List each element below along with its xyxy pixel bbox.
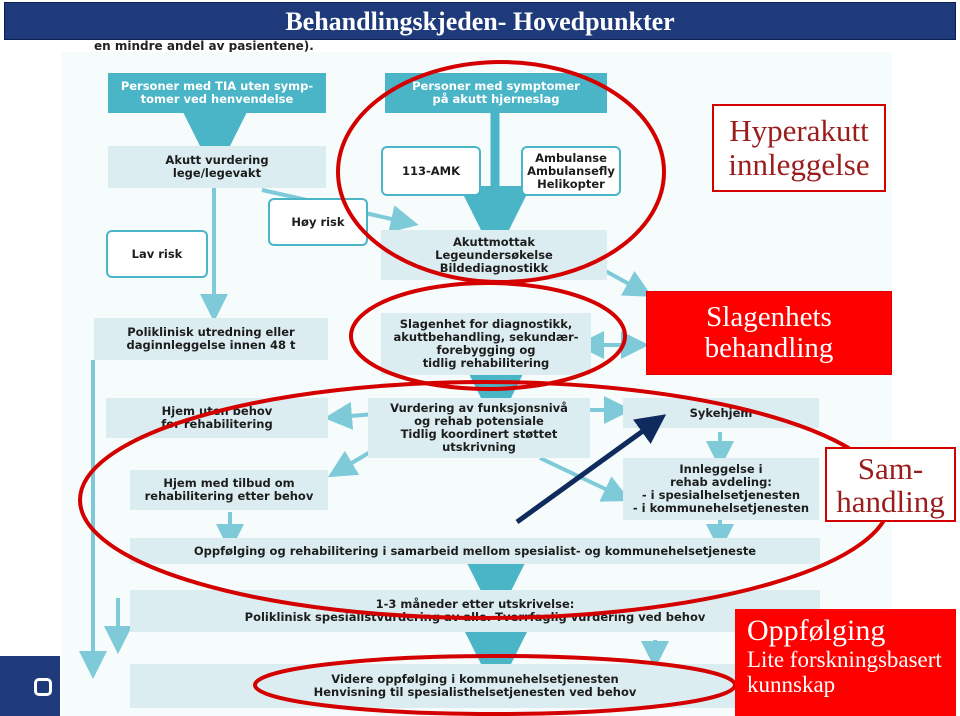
rehab-admission-box: Innleggelse i rehab avdeling: - i spesia…: [623, 458, 819, 520]
followup-annotation-line2: kunnskap: [747, 672, 836, 697]
stroke-unit-ellipse: [349, 281, 627, 391]
collaboration-label: Sam- handling: [825, 447, 956, 522]
followup-annotation-line1: Lite forskningsbasert: [747, 647, 942, 672]
stroke-unit-treatment-label: Slagenhets behandling: [646, 291, 892, 375]
followup-annotation-title: Oppfølging: [747, 614, 886, 647]
low-risk-box: Lav risk: [106, 230, 208, 278]
outpatient-box: Poliklinisk utredning eller daginnleggel…: [94, 318, 328, 360]
thin-arrows: [79, 188, 734, 679]
pointer-arrow: [515, 414, 667, 525]
amk-box: 113-AMK: [381, 146, 481, 196]
assessment-box: Vurdering av funksjonsnivå og rehab pote…: [368, 398, 590, 458]
home-rehab-box: Hjem med tilbud om rehabilitering etter …: [130, 470, 328, 510]
acute-eval-box: Akutt vurdering lege/legevakt: [108, 146, 326, 188]
title-bar: Behandlingskjeden- Hovedpunkter: [4, 2, 956, 40]
collaboration-ellipse: [78, 380, 892, 620]
high-risk-box: Høy risk: [268, 198, 368, 246]
caption-fragment: en mindre andel av pasientene).: [94, 39, 314, 53]
followup-annotation: Oppfølging Lite forskningsbasert kunnska…: [735, 609, 956, 716]
page-title: Behandlingskjeden- Hovedpunkter: [285, 7, 675, 36]
ambulance-box: Ambulanse Ambulansefly Helikopter: [521, 146, 621, 196]
hyperacute-label: Hyperakutt innleggelse: [712, 104, 886, 192]
hyperacute-ellipse: [336, 60, 666, 284]
symptoms-box: Personer med symptomer på akutt hjernesl…: [385, 73, 607, 113]
stroke-unit-box: Slagenhet for diagnostikk, akuttbehandli…: [381, 313, 591, 375]
tia-box: Personer med TIA uten symp- tomer ved he…: [108, 73, 326, 113]
followup-box: Oppfølging og rehabilitering i samarbeid…: [130, 538, 820, 564]
followup-ellipse: [253, 654, 737, 716]
logo-icon: [34, 678, 52, 696]
